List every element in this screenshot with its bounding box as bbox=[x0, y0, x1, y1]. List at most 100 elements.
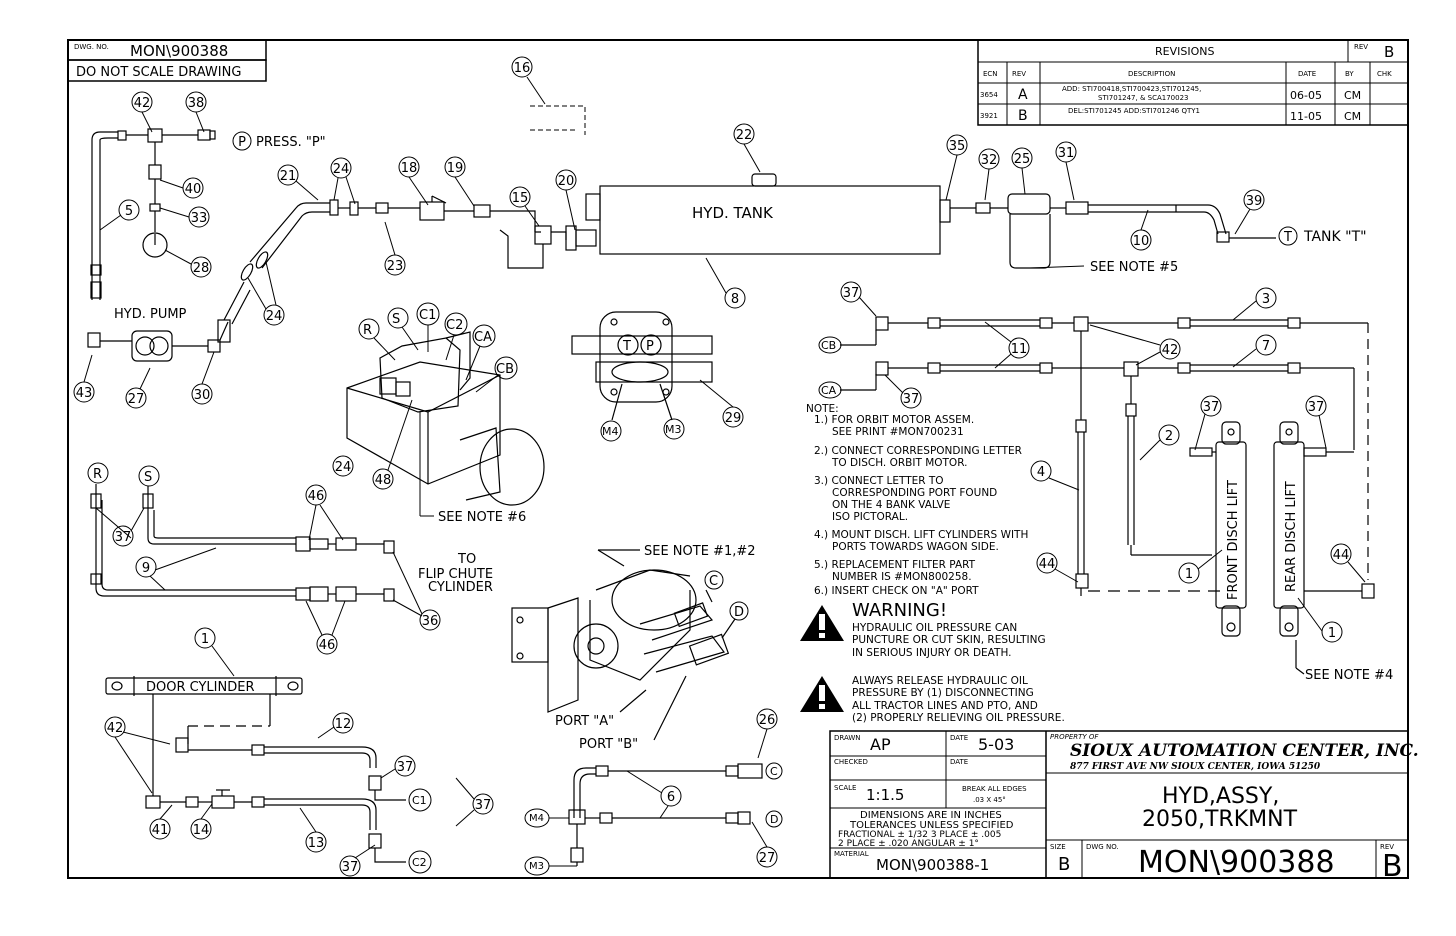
drawn-value: AP bbox=[870, 735, 891, 754]
svg-text:1: 1 bbox=[1328, 626, 1336, 641]
svg-text:28: 28 bbox=[193, 261, 210, 276]
svg-text:18: 18 bbox=[401, 161, 418, 176]
note-3-line-3: ON THE 4 BANK VALVE bbox=[832, 499, 950, 511]
dim-line-4: 2 PLACE ± .020 ANGULAR ± 1° bbox=[838, 839, 979, 849]
edges-line-2: .03 X 45° bbox=[973, 796, 1006, 804]
property-label: PROPERTY OF bbox=[1050, 733, 1099, 741]
balloon-17: 18 bbox=[398, 156, 420, 178]
date-value: 5-03 bbox=[978, 735, 1014, 754]
balloon-12: 12 bbox=[332, 712, 354, 734]
pump-circuit bbox=[87, 128, 491, 362]
port-R: R bbox=[363, 323, 372, 338]
rev-row-1-by: CM bbox=[1344, 89, 1361, 102]
tank-t-label: TANK "T" bbox=[1303, 229, 1367, 245]
balloon-14: 14 bbox=[190, 818, 212, 840]
port-C2: C2 bbox=[446, 318, 463, 333]
svg-text:33: 33 bbox=[191, 211, 208, 226]
balloon-1b: 1 bbox=[1178, 562, 1200, 584]
motor-M4: M4 bbox=[602, 425, 619, 438]
hose-D: D bbox=[770, 813, 778, 826]
svg-text:46: 46 bbox=[319, 638, 336, 653]
balloon-37c: 37 bbox=[472, 793, 494, 815]
balloon-19: 20 bbox=[555, 169, 577, 191]
balloon-39: 39 bbox=[1243, 189, 1265, 211]
rev-row-1-desc2: STI701247, & SCA170023 bbox=[1098, 94, 1188, 102]
door-cylinder-label: DOOR CYLINDER bbox=[146, 680, 255, 695]
tank-t-circle bbox=[1278, 226, 1298, 246]
svg-text:24: 24 bbox=[335, 460, 352, 475]
door-C2-circle bbox=[408, 850, 432, 874]
svg-text:16: 16 bbox=[514, 61, 531, 76]
col-rev: REV bbox=[1012, 70, 1026, 78]
dwg-label: DWG NO. bbox=[1086, 843, 1119, 851]
rev-block-value: B bbox=[1382, 849, 1403, 884]
see-note-5-label: SEE NOTE #5 bbox=[1090, 260, 1178, 275]
notes-heading: NOTE: bbox=[806, 403, 839, 415]
rev-row-2-date: 11-05 bbox=[1290, 110, 1322, 123]
dim-line-1: DIMENSIONS ARE IN INCHES bbox=[860, 810, 1002, 821]
see-note-12-label: SEE NOTE #1,#2 bbox=[644, 544, 756, 559]
svg-text:22: 22 bbox=[736, 128, 753, 143]
tank-circuit bbox=[490, 173, 1276, 269]
dwg-header: DWG. NO. MON\900388 DO NOT SCALE DRAWING bbox=[67, 39, 267, 82]
port-b-label: PORT "B" bbox=[579, 737, 638, 752]
motor-M3-circle bbox=[663, 418, 685, 440]
svg-text:19: 19 bbox=[447, 161, 464, 176]
hose-D-circle bbox=[765, 810, 783, 828]
svg-text:11: 11 bbox=[1011, 342, 1028, 357]
item16-bracket bbox=[530, 105, 586, 135]
flip-S-circle bbox=[138, 465, 160, 487]
balloon-8: 8 bbox=[724, 287, 746, 309]
rev-row-2-desc1: DEL:STI701245 ADD:STI701246 QTY1 bbox=[1068, 107, 1200, 115]
cylinder-label: CYLINDER bbox=[428, 580, 493, 595]
company-address: 877 FIRST AVE NW SIOUX CENTER, IOWA 5125… bbox=[1070, 762, 1321, 772]
note-6-line-1: 6.) INSERT CHECK ON "A" PORT bbox=[814, 585, 979, 597]
checked-label: CHECKED bbox=[834, 758, 868, 766]
svg-text:37: 37 bbox=[342, 860, 359, 875]
lift-CB: CB bbox=[821, 339, 836, 352]
svg-text:1: 1 bbox=[201, 632, 209, 647]
motor-hoses bbox=[568, 763, 763, 866]
svg-text:29: 29 bbox=[725, 411, 742, 426]
svg-text:20: 20 bbox=[558, 174, 575, 189]
scale-value: 1:1.5 bbox=[866, 786, 904, 804]
balloon-20: 21 bbox=[277, 164, 299, 186]
svg-text:1: 1 bbox=[1185, 567, 1193, 582]
col-ecn: ECN bbox=[983, 70, 998, 78]
svg-text:38: 38 bbox=[188, 96, 205, 111]
balloon-42: 42 bbox=[131, 91, 153, 113]
balloon-10: 10 bbox=[1130, 229, 1152, 251]
balloon-29: 28 bbox=[190, 256, 212, 278]
col-description: DESCRIPTION bbox=[1128, 70, 1175, 78]
title-block-text: DRAWN AP DATE 5-03 CHECKED DATE SCALE 1:… bbox=[834, 733, 1419, 884]
valve-port-labels bbox=[358, 302, 518, 517]
rev-row-1-desc1: ADD: STI700418,STI700423,STI701245, bbox=[1062, 85, 1201, 93]
balloon-9: 9 bbox=[135, 556, 157, 578]
title-line-1: HYD,ASSY, bbox=[1162, 784, 1279, 809]
item-balloons: 42 38 40 33 5 28 21 24 18 19 23 16 15 20… bbox=[73, 56, 1352, 877]
balloon-46a: 46 bbox=[305, 484, 327, 506]
lift-CB-circle bbox=[818, 336, 842, 354]
svg-text:42: 42 bbox=[1162, 343, 1179, 358]
note-5-line-1: 5.) REPLACEMENT FILTER PART bbox=[814, 559, 976, 571]
svg-text:36: 36 bbox=[422, 614, 439, 629]
svg-text:2: 2 bbox=[1165, 429, 1173, 444]
size-label: SIZE bbox=[1050, 843, 1066, 851]
material-label: MATERIAL bbox=[834, 850, 869, 858]
warning1-line-2: PUNCTURE OR CUT SKIN, RESULTING bbox=[852, 634, 1046, 646]
iso-C: C bbox=[709, 574, 718, 589]
balloon-46b: 46 bbox=[316, 633, 338, 655]
revisions-table bbox=[977, 39, 1409, 126]
warning2-line-3: ALL TRACTOR LINES AND PTO, AND bbox=[852, 700, 1038, 712]
port-CA: CA bbox=[474, 330, 492, 345]
note-2-line-2: TO DISCH. ORBIT MOTOR. bbox=[831, 457, 967, 469]
note-3-line-4: ISO PICTORAL. bbox=[832, 511, 908, 523]
warning-title: WARNING! bbox=[852, 600, 947, 621]
col-by: BY bbox=[1345, 70, 1354, 78]
svg-text:39: 39 bbox=[1246, 194, 1263, 209]
balloon-37g: 37 bbox=[1200, 395, 1222, 417]
svg-text:48: 48 bbox=[375, 473, 392, 488]
svg-text:8: 8 bbox=[731, 292, 739, 307]
warning2-line-4: (2) PROPERLY RELIEVING OIL PRESSURE. bbox=[852, 712, 1065, 724]
balloon-44a: 44 bbox=[1036, 552, 1058, 574]
